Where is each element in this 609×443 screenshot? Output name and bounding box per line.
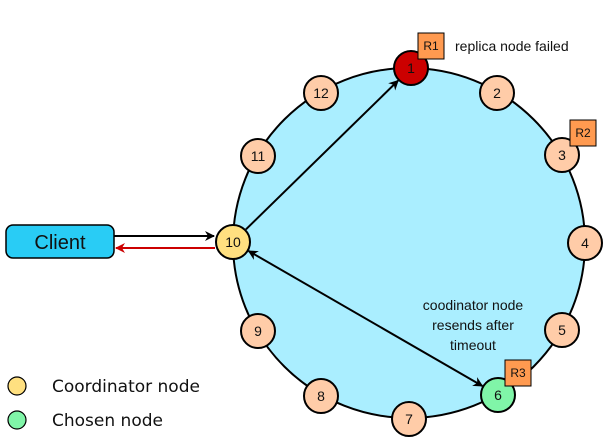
ring-node-7[interactable]: 7 — [391, 401, 427, 437]
ring-node-4[interactable]: 4 — [567, 225, 603, 261]
node-label: 9 — [254, 323, 262, 339]
client-label: Client — [34, 232, 86, 254]
ring-node-5[interactable]: 5 — [544, 312, 580, 348]
ring-node-9[interactable]: 9 — [240, 313, 276, 349]
ring-node-8[interactable]: 8 — [303, 378, 339, 414]
replica-label: R1 — [423, 39, 439, 53]
node-circle — [215, 224, 251, 260]
node-label: 2 — [493, 85, 501, 101]
node-circle — [479, 75, 515, 111]
legend: Coordinator node Chosen node — [7, 376, 200, 431]
node-label: 7 — [405, 411, 413, 427]
resend-annotation-line-3: timeout — [450, 337, 496, 353]
node-circle — [240, 138, 276, 174]
replica-box — [417, 32, 445, 60]
legend-chosen-label: Chosen node — [52, 411, 163, 431]
replica-tag-r3: R3 — [504, 359, 532, 387]
legend-chosen-swatch — [7, 410, 27, 430]
node-label: 12 — [313, 85, 329, 101]
node-circle — [303, 75, 339, 111]
replica-tag-r1: R1 — [417, 32, 445, 60]
node-label: 3 — [558, 147, 566, 163]
node-label: 8 — [317, 388, 325, 404]
replica-label: R3 — [510, 366, 526, 380]
resend-annotation-line-2: resends after — [432, 317, 514, 333]
node-circle — [544, 312, 580, 348]
node-circle — [303, 378, 339, 414]
ring-node-10[interactable]: 10 — [215, 224, 251, 260]
node-label: 6 — [494, 387, 502, 403]
node-label: 5 — [558, 322, 566, 338]
replica-tag-r2: R2 — [569, 119, 597, 147]
ring-node-12[interactable]: 12 — [303, 75, 339, 111]
replica-box — [504, 359, 532, 387]
ring-node-2[interactable]: 2 — [479, 75, 515, 111]
client-box[interactable] — [5, 224, 115, 259]
failed-annotation: replica node failed — [455, 38, 569, 54]
resend-annotation-line-1: coodinator node — [423, 297, 524, 313]
node-circle — [391, 401, 427, 437]
legend-coordinator-label: Coordinator node — [52, 377, 200, 397]
node-label: 1 — [407, 60, 415, 76]
node-label: 10 — [225, 234, 241, 250]
ring-node-11[interactable]: 11 — [240, 138, 276, 174]
hash-ring — [232, 67, 586, 419]
replica-label: R2 — [575, 126, 591, 140]
legend-coordinator-swatch — [7, 376, 27, 396]
node-label: 4 — [581, 235, 589, 251]
replica-box — [569, 119, 597, 147]
node-label: 11 — [251, 148, 266, 164]
edge-10-to-1 — [245, 79, 399, 231]
node-circle — [567, 225, 603, 261]
node-circle — [240, 313, 276, 349]
edge-10-to-6 — [247, 250, 484, 387]
